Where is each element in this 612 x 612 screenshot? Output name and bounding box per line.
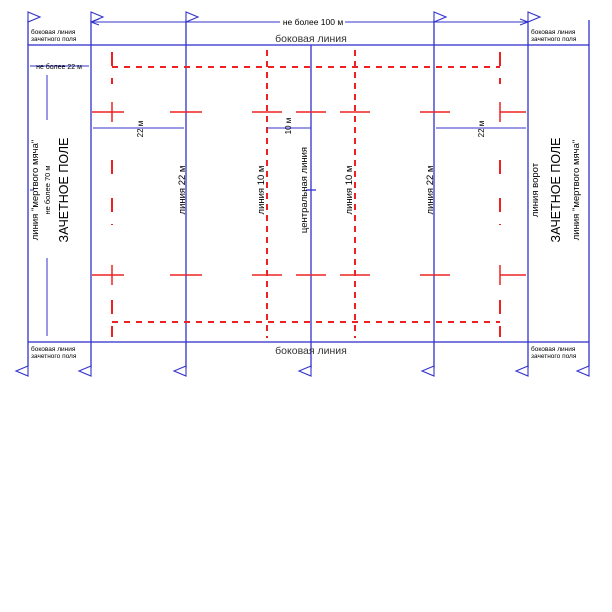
left-dead-ball-line-label: линия "мертвого мяча" xyxy=(30,140,41,240)
corner-label-top-right-1: боковая линия xyxy=(531,28,576,36)
corner-label-bottom-right-1: боковая линия xyxy=(531,345,576,353)
dim-10-center-label: 10 м xyxy=(284,118,293,135)
corner-flags-bottom xyxy=(14,365,590,377)
line-10-left-label: линия 10 м xyxy=(256,166,267,215)
bottom-touchline-label: боковая линия xyxy=(275,345,347,357)
line-22-left-label: линия 22 м xyxy=(177,166,188,215)
corner-label-bottom-left-1: боковая линия xyxy=(31,345,76,353)
dashed-lines xyxy=(111,50,501,338)
left-in-goal-dimensions xyxy=(30,65,89,336)
top-touchline-label: боковая линия xyxy=(275,33,347,45)
right-in-goal-zone-label: ЗАЧЕТНОЕ ПОЛЕ xyxy=(549,138,563,243)
corner-labels: боковая линия зачетного поля боковая лин… xyxy=(31,28,577,360)
corner-label-bottom-right-2: зачетного поля xyxy=(531,353,577,360)
corner-label-bottom-left-2: зачетного поля xyxy=(31,353,77,360)
corner-label-top-left-1: боковая линия xyxy=(31,28,76,36)
field-width-label: не более 70 м xyxy=(43,165,52,214)
field-outline xyxy=(27,20,590,368)
dim-22-left-label: 22 м xyxy=(136,121,145,138)
dim-22-right-label: 22 м xyxy=(477,121,486,138)
corner-flags-top xyxy=(27,11,542,23)
in-goal-depth-label: не более 22 м xyxy=(36,63,82,71)
left-in-goal-zone-label: ЗАЧЕТНОЕ ПОЛЕ xyxy=(57,138,71,243)
right-dead-ball-line-label: линия "мертвого мяча" xyxy=(571,140,582,240)
length-label: не более 100 м xyxy=(283,17,344,27)
line-22-right-label: линия 22 м xyxy=(425,166,436,215)
corner-label-top-right-2: зачетного поля xyxy=(531,36,577,43)
goal-line-label: линия ворот xyxy=(530,162,541,217)
fifteen-meter-markers xyxy=(92,102,526,285)
line-10-right-label: линия 10 м xyxy=(344,166,355,215)
corner-label-top-left-2: зачетного поля xyxy=(31,36,77,43)
center-line-label: центральная линия xyxy=(299,147,310,233)
